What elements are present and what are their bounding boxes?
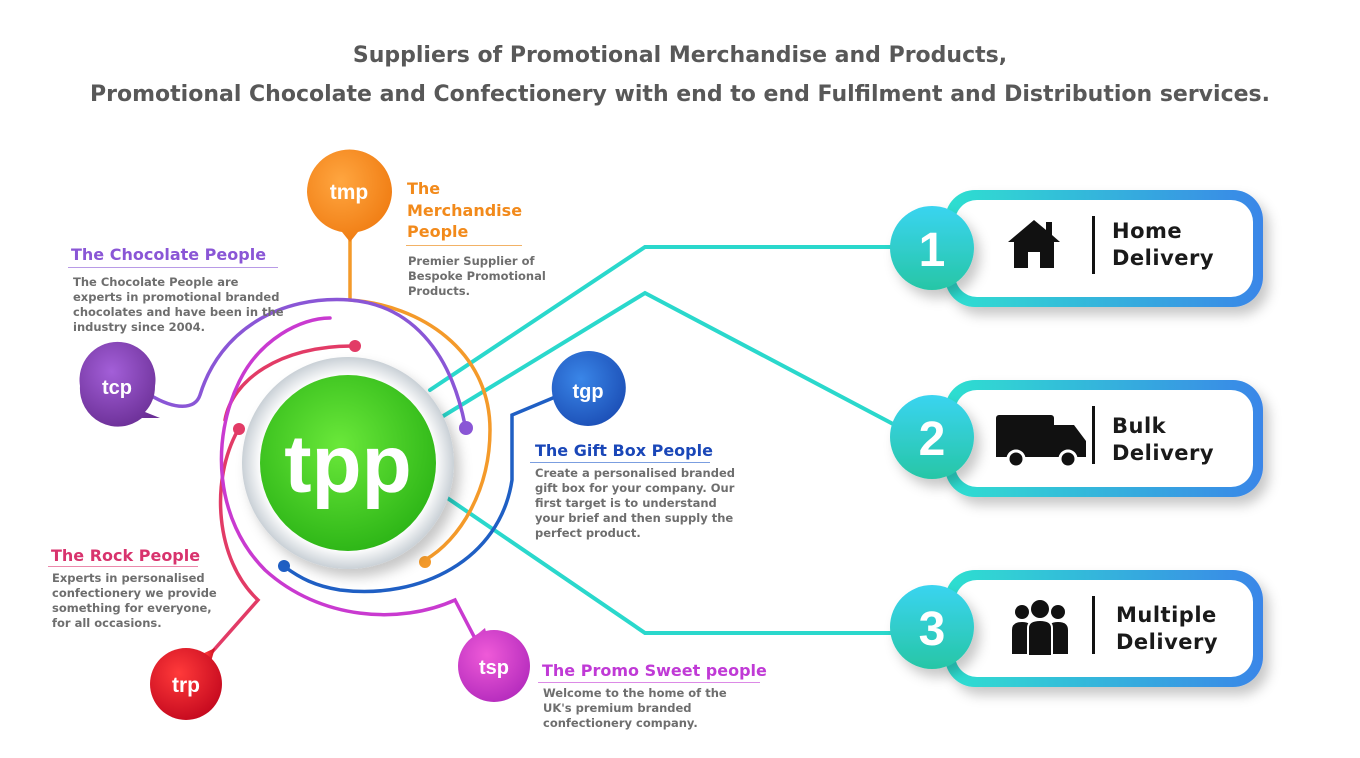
svg-text:tmp: tmp (330, 181, 369, 204)
delivery-label-2-line-1: Bulk (1112, 414, 1167, 438)
svg-text:tcp: tcp (102, 377, 132, 399)
connector-lines (428, 245, 902, 635)
headline-line-2: Promotional Chocolate and Confectionery … (90, 82, 1270, 107)
hub-logo: tpp (284, 419, 411, 510)
badge-tmp: tmp (307, 149, 392, 242)
connector-1 (428, 245, 902, 392)
brand-tcp-desc-2: experts in promotional branded (73, 290, 280, 304)
brand-tmp-underline (406, 245, 522, 246)
brand-trp-desc-1: Experts in personalised (52, 571, 205, 585)
brand-tsp-desc-2: UK's premium branded (543, 701, 692, 715)
delivery-number-1: 1 (919, 224, 946, 277)
brand-tgp-desc-4: your brief and then supply the (535, 511, 734, 525)
brand-trp-desc-4: for all occasions. (52, 616, 162, 630)
delivery-card-1: 1 (890, 190, 1263, 307)
ring-tgp (283, 393, 562, 594)
brand-trp-desc-2: confectionery we provide (52, 586, 217, 600)
delivery-label-2: Bulk Delivery (1112, 413, 1214, 467)
brand-tmp-desc-2: Bespoke Promotional (408, 269, 546, 283)
delivery-label-1: Home Delivery (1112, 218, 1214, 272)
brand-tgp-desc-5: perfect product. (535, 526, 641, 540)
brand-tcp-underline (68, 267, 278, 268)
brand-tgp-desc-2: gift box for your company. Our (535, 481, 735, 495)
brand-rings (148, 230, 562, 662)
brand-tcp-desc-3: chocolates and have been in the (73, 305, 284, 319)
brand-trp-title: The Rock People (51, 546, 201, 565)
brand-trp-underline (48, 566, 198, 567)
svg-text:tgp: tgp (572, 381, 603, 403)
ring-tmp (348, 230, 492, 562)
delivery-label-3-line-1: Multiple (1116, 603, 1217, 627)
brand-tgp-desc-3: first target is to understand (535, 496, 717, 510)
brand-tmp-desc-3: Products. (408, 284, 470, 298)
connector-2 (438, 290, 897, 427)
brand-tgp-title: The Gift Box People (535, 441, 713, 460)
delivery-card-3: 3 (890, 570, 1263, 687)
badge-trp: trp (150, 648, 222, 720)
delivery-card-2: 2 (890, 380, 1263, 497)
connector-3 (438, 491, 902, 635)
brand-tsp-underline (538, 682, 760, 683)
delivery-number-3: 3 (919, 603, 946, 656)
svg-text:trp: trp (172, 674, 200, 697)
svg-text:tsp: tsp (479, 657, 509, 679)
brand-tcp-desc-4: industry since 2004. (73, 320, 206, 334)
brand-tmp-title-2: Merchandise (407, 201, 523, 220)
brand-tmp-desc-1: Premier Supplier of (408, 254, 535, 268)
delivery-label-1-line-1: Home (1112, 219, 1183, 243)
delivery-number-2: 2 (919, 413, 946, 466)
ring-tcp (148, 297, 467, 427)
delivery-label-1-line-2: Delivery (1112, 246, 1215, 270)
brand-tgp-desc-1: Create a personalised branded (535, 466, 736, 480)
delivery-label-3-line-2: Delivery (1116, 630, 1219, 654)
brand-tmp-title-1: The (407, 179, 441, 198)
headline-line-1: Suppliers of Promotional Merchandise and… (352, 43, 1008, 68)
brand-tsp-desc-3: confectionery company. (543, 716, 698, 730)
brand-tsp-desc-1: Welcome to the home of the (543, 686, 727, 700)
ring-tsp (219, 316, 482, 650)
ring-trp (203, 428, 261, 662)
badge-tsp: tsp (458, 628, 530, 702)
delivery-label-3: Multiple Delivery (1116, 602, 1218, 656)
hub: tpp (242, 357, 454, 569)
brand-tcp-title: The Chocolate People (71, 245, 267, 264)
brand-tmp-title-3: People (407, 222, 469, 241)
brand-tcp-desc-1: The Chocolate People are (73, 275, 239, 289)
house-icon (1008, 220, 1060, 268)
brand-tsp-title: The Promo Sweet people (542, 661, 767, 680)
brand-tgp-underline (530, 462, 710, 463)
truck-icon (996, 415, 1086, 469)
brand-trp-desc-3: something for everyone, (52, 601, 212, 615)
people-group-icon (1012, 600, 1068, 657)
badge-tcp: tcp (79, 341, 160, 427)
delivery-label-2-line-2: Delivery (1112, 441, 1215, 465)
badge-tgp: tgp (551, 351, 626, 426)
